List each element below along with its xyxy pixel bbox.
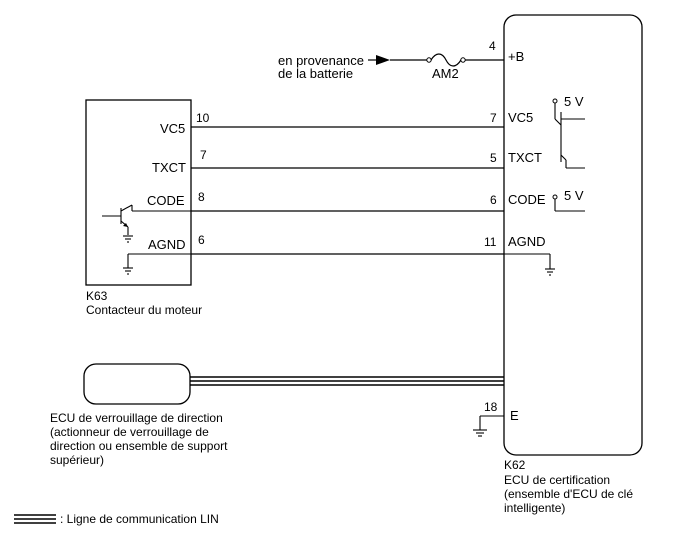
lin-legend-symbol <box>14 514 56 524</box>
lin-bus-wire <box>190 376 504 386</box>
k62-vc5-txct-transistor-icon <box>554 112 585 169</box>
battery-terminal-label: +B <box>508 49 524 64</box>
k62-code-supply: 5 V <box>552 188 585 212</box>
k63-switch-box <box>85 99 192 286</box>
fuse-right-terminal <box>460 57 466 63</box>
steering-ecu-label-3: direction ou ensemble de support <box>50 439 228 453</box>
battery-source-label-2: de la batterie <box>278 66 353 81</box>
k63-vc5-label: VC5 <box>160 121 185 136</box>
k62-code: K62 <box>504 458 526 472</box>
k62-txct-label: TXCT <box>508 150 542 165</box>
k62-vc5-supply: 5 V <box>552 94 584 119</box>
k62-vc5-supply-label: 5 V <box>564 94 584 109</box>
k62-txct-pin: 5 <box>490 151 497 165</box>
k62-agnd-pin: 11 <box>484 235 497 249</box>
battery-feed: en provenance de la batterie AM2 4 +B <box>278 39 524 81</box>
battery-arrow-icon <box>376 55 390 65</box>
k62-code-pin: 6 <box>490 193 497 207</box>
fuse-left-terminal <box>426 57 432 63</box>
k62-agnd-label: AGND <box>508 234 546 249</box>
k63-agnd-pin: 6 <box>198 233 205 247</box>
k62-agnd-ground-icon <box>504 253 555 276</box>
fuse-label: AM2 <box>432 66 459 81</box>
k62-name-3: intelligente) <box>504 501 565 515</box>
steering-lock-ecu-box <box>83 363 191 405</box>
k63-txct-label: TXCT <box>152 160 186 175</box>
k62-code-supply-label: 5 V <box>564 188 584 203</box>
k63-agnd-label: AGND <box>148 237 186 252</box>
steering-ecu-label-1: ECU de verrouillage de direction <box>50 411 223 425</box>
k62-e-pin: 18 <box>484 400 498 414</box>
k63-code: K63 <box>86 289 108 303</box>
k63-name: Contacteur du moteur <box>86 303 202 317</box>
lin-legend-label: : Ligne de communication LIN <box>60 512 219 526</box>
battery-pin: 4 <box>489 39 496 53</box>
k62-e-ground-icon <box>473 415 504 437</box>
k63-vc5-pin: 10 <box>196 111 210 125</box>
k62-name-1: ECU de certification <box>504 473 610 487</box>
k62-vc5-pin: 7 <box>490 111 497 125</box>
k63-agnd-ground-icon <box>123 253 191 275</box>
k63-txct-pin: 7 <box>200 148 207 162</box>
k63-code-pin: 8 <box>198 190 205 204</box>
vc5-supply-terminal-icon <box>552 98 558 104</box>
code-supply-terminal-icon <box>552 194 558 200</box>
k63-code-label: CODE <box>147 193 185 208</box>
steering-ecu-label-4: supérieur) <box>50 453 104 467</box>
k62-name-2: (ensemble d'ECU de clé <box>504 487 633 501</box>
k63-code-transistor-icon <box>102 204 191 235</box>
battery-source-label-1: en provenance <box>278 53 364 68</box>
steering-ecu-label-2: (actionneur de verrouillage de <box>50 425 209 439</box>
k62-e-label: E <box>510 408 519 423</box>
k63-transistor-ground-icon <box>123 235 133 243</box>
k62-ecu-box <box>503 14 643 456</box>
k63-transistor-emitter-arrow-icon <box>123 223 128 227</box>
k62-code-label: CODE <box>508 192 546 207</box>
k62-vc5-label: VC5 <box>508 110 533 125</box>
fuse-icon <box>430 53 462 67</box>
